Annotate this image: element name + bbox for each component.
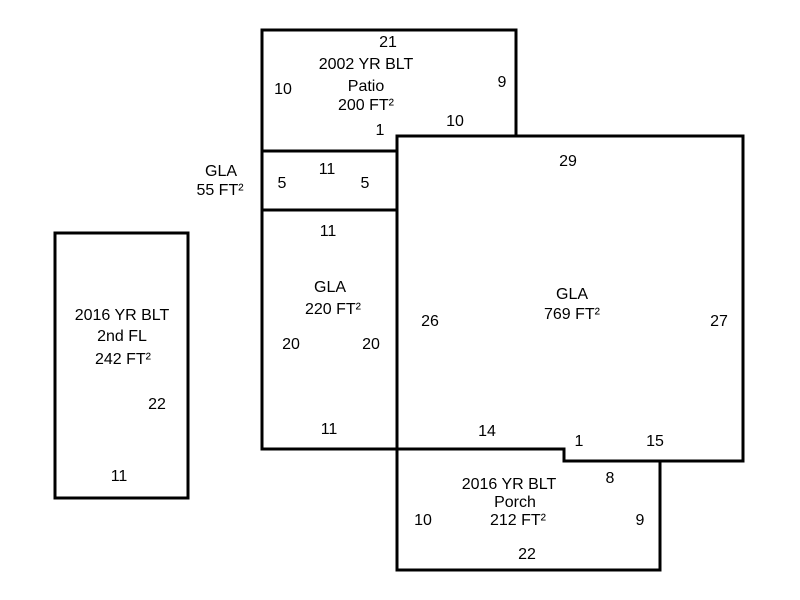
porch-dim-top: 8 bbox=[605, 470, 615, 487]
gla769-dim-bottom-left: 14 bbox=[478, 423, 496, 440]
gla220-dim-left: 20 bbox=[282, 336, 300, 353]
porch-dim-bottom: 22 bbox=[518, 546, 536, 563]
patio-dim-left: 10 bbox=[274, 81, 292, 98]
patio-dim-right: 9 bbox=[497, 74, 507, 91]
porch-area: 212 FT² bbox=[489, 512, 547, 529]
gla769-dim-bottom-right: 15 bbox=[646, 433, 664, 450]
second-floor-dim-right: 22 bbox=[148, 396, 166, 413]
patio-dim-top: 21 bbox=[379, 34, 397, 51]
gla220-outline bbox=[260, 208, 399, 451]
gla769-dim-right: 27 bbox=[710, 313, 728, 330]
porch-dim-right: 9 bbox=[635, 512, 645, 529]
patio-year-built: 2002 YR BLT bbox=[318, 56, 414, 73]
patio-label: Patio bbox=[347, 78, 385, 95]
second-floor-label: 2nd FL bbox=[97, 328, 147, 345]
gla55-dim-right: 5 bbox=[360, 175, 370, 192]
gla55-dim-top: 11 bbox=[318, 161, 336, 178]
gla769-dim-top: 29 bbox=[559, 153, 577, 170]
second-floor-dim-bottom: 11 bbox=[110, 468, 128, 485]
gla769-area: 769 FT² bbox=[543, 306, 601, 323]
porch-year-built: 2016 YR BLT bbox=[461, 476, 557, 493]
gla55-dim-left: 5 bbox=[277, 175, 287, 192]
second-floor-outline bbox=[53, 231, 190, 500]
gla769-dim-step: 1 bbox=[574, 433, 584, 450]
gla220-area: 220 FT² bbox=[304, 301, 362, 318]
porch-outline bbox=[395, 447, 662, 572]
gla769-dim-left: 26 bbox=[421, 313, 439, 330]
patio-dim-step: 1 bbox=[375, 122, 385, 139]
gla220-dim-top: 11 bbox=[319, 223, 337, 240]
gla55-label: GLA bbox=[204, 163, 238, 180]
gla220-dim-right: 20 bbox=[362, 336, 380, 353]
gla220-label: GLA bbox=[313, 279, 347, 296]
second-floor-year-built: 2016 YR BLT bbox=[74, 307, 170, 324]
gla769-label: GLA bbox=[555, 286, 589, 303]
gla220-dim-bottom: 11 bbox=[320, 421, 338, 438]
patio-area: 200 FT² bbox=[337, 97, 395, 114]
gla55-area: 55 FT² bbox=[196, 182, 244, 199]
porch-dim-left: 10 bbox=[414, 512, 432, 529]
patio-dim-bottom: 10 bbox=[446, 113, 464, 130]
porch-label: Porch bbox=[494, 494, 536, 511]
second-floor-area: 242 FT² bbox=[94, 351, 152, 368]
